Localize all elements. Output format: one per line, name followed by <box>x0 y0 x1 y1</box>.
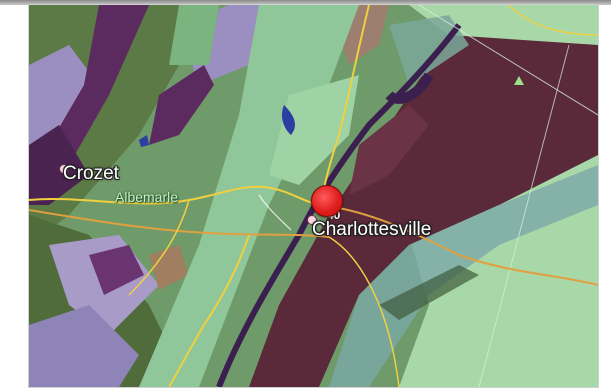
geologic-unit-lightgreen-center <box>269 75 359 185</box>
boundary-line-1 <box>418 5 598 116</box>
road-route-250-east <box>318 204 598 286</box>
geologic-unit-purple-blob <box>385 72 434 104</box>
road-secondary-1 <box>128 199 190 296</box>
geologic-unit-bluegray-north <box>389 15 469 85</box>
location-pin-icon[interactable] <box>311 185 343 217</box>
geologic-unit-purple-ridge-4 <box>89 245 144 295</box>
geologic-unit-darkgreen-stripe <box>379 265 479 320</box>
geologic-unit-maroon-belt <box>249 35 598 387</box>
reservoir-feature-1 <box>281 105 295 135</box>
geologic-unit-green-strip <box>169 5 219 65</box>
road-route-250-west <box>29 185 320 206</box>
geologic-unit-lavender-3 <box>29 305 139 387</box>
map-canvas[interactable] <box>29 5 598 387</box>
road-route-29-north <box>320 5 370 206</box>
window-top-border <box>0 0 611 5</box>
water-feature-2 <box>139 135 149 147</box>
road-route-20 <box>328 236 400 387</box>
geologic-map[interactable]: Crozet Albemarle 40 Charlottesville <box>29 5 598 387</box>
crozet-place-dot <box>59 164 69 174</box>
road-interstate-64 <box>29 209 330 238</box>
geologic-unit-purple-ridge-1 <box>49 5 149 165</box>
road-route-29-south <box>168 234 250 387</box>
road-secondary-2 <box>508 5 598 36</box>
boundary-line-2 <box>478 44 570 387</box>
local-streets <box>258 194 292 231</box>
charlottesville-place-dot <box>307 215 317 225</box>
geologic-unit-maroon-north <box>349 105 429 195</box>
geologic-unit-purple-ridge-3 <box>149 65 214 145</box>
geologic-unit-bluegray-band <box>329 165 598 387</box>
geologic-unit-brown-2 <box>149 245 189 290</box>
mountain-peak-icon <box>514 76 524 85</box>
